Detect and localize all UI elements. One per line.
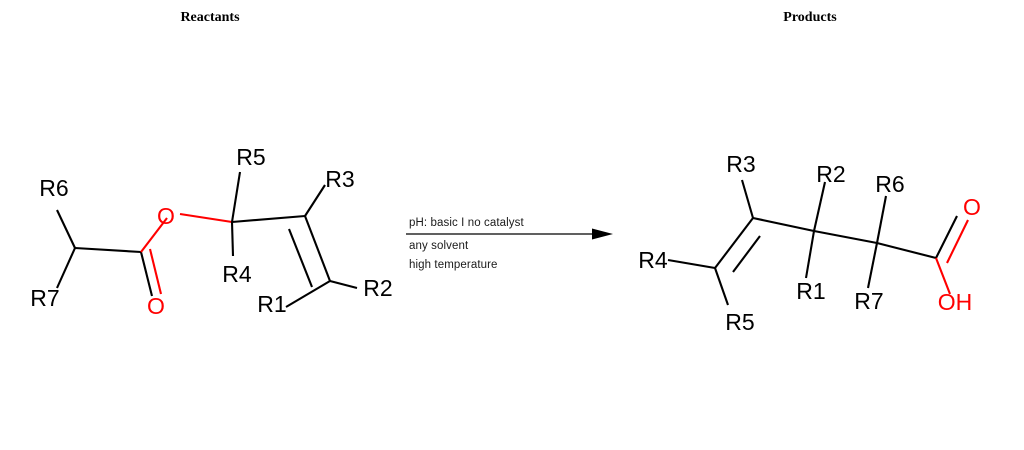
condition-solvent: any solvent — [409, 240, 469, 252]
reaction-arrow — [406, 228, 613, 240]
bond-prod-r4 — [667, 258, 716, 270]
bond-alkene-main — [304, 215, 331, 282]
bond-carbonyl-ester-o — [140, 217, 168, 253]
reactant-label-r6: R6 — [39, 175, 68, 201]
product-label-r7: R7 — [854, 288, 883, 314]
product-label-r2: R2 — [816, 161, 845, 187]
product-label-r6: R6 — [875, 171, 904, 197]
bond-carbonyl-double-outer — [148, 248, 163, 295]
bond-prod-r6 — [875, 195, 888, 244]
product-hydroxyl-label: OH — [938, 289, 973, 315]
bond-prod-r7 — [866, 242, 879, 289]
reactant-molecule: O O R6 R7 R5 R4 R3 R2 — [30, 144, 392, 319]
bond-r1 — [285, 280, 331, 308]
bond-ch-carbonyl — [74, 246, 142, 254]
bond-prod-chain-1 — [752, 216, 815, 233]
bond-r4 — [230, 221, 235, 257]
reactant-label-r7: R7 — [30, 285, 59, 311]
reactants-title: Reactants — [180, 10, 240, 25]
bond-prod-chain-2 — [813, 229, 878, 245]
bond-r5 — [230, 171, 242, 223]
bond-r3 — [304, 184, 326, 217]
product-carbonyl-oxygen-label: O — [963, 194, 981, 220]
bond-ester-o-cq — [179, 212, 233, 224]
bond-prod-r1 — [804, 230, 816, 279]
reactant-label-r4: R4 — [222, 261, 252, 287]
bond-cq-alkene — [231, 214, 306, 224]
products-title: Products — [783, 10, 837, 25]
bond-prod-r5 — [714, 267, 729, 306]
bond-prod-alkene-main — [714, 217, 754, 269]
bond-prod-alkene-inner — [732, 235, 761, 273]
product-label-r4: R4 — [638, 247, 668, 273]
product-label-r5: R5 — [725, 309, 754, 335]
condition-ph-catalyst: pH: basic I no catalyst — [409, 217, 524, 229]
bond-prod-r3 — [740, 179, 755, 219]
carbonyl-oxygen-label: O — [147, 293, 165, 319]
bond-prod-carbonyl-outer — [946, 219, 969, 264]
bond-prod-chain-3 — [876, 241, 937, 260]
product-label-r3: R3 — [726, 151, 755, 177]
bond-r2 — [329, 279, 358, 290]
product-label-r1: R1 — [796, 278, 825, 304]
reactant-label-r2: R2 — [363, 275, 392, 301]
bond-alkene-inner — [288, 228, 313, 288]
ester-oxygen-label: O — [157, 203, 175, 229]
arrow-head — [592, 228, 613, 240]
bond-prod-hydroxyl — [935, 257, 951, 295]
bond-prod-r2 — [812, 181, 827, 232]
bond-r6 — [56, 209, 76, 249]
bond-carbonyl-double-inner — [139, 251, 154, 297]
reactant-label-r1: R1 — [257, 291, 286, 317]
product-molecule: O OH R4 R5 R3 R2 R1 R6 R7 — [638, 151, 981, 335]
bond-prod-carbonyl-inner — [935, 215, 958, 259]
reactant-label-r3: R3 — [325, 166, 354, 192]
reactant-label-r5: R5 — [236, 144, 265, 170]
condition-temperature: high temperature — [409, 259, 498, 271]
bond-r7 — [56, 247, 76, 289]
